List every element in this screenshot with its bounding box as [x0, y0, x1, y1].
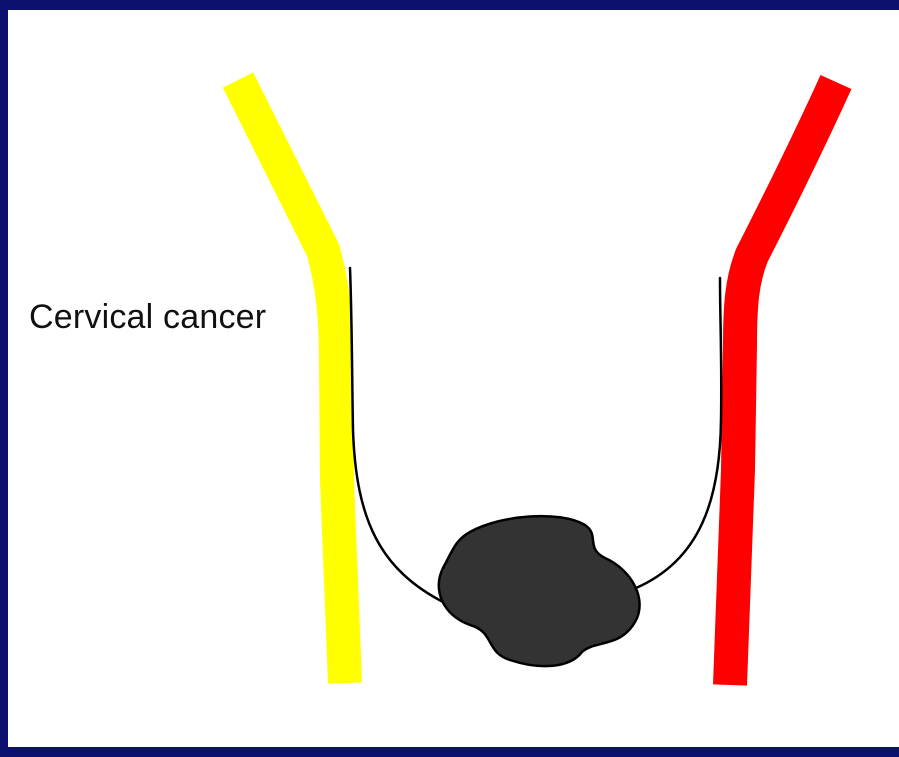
left-yellow-band — [238, 80, 345, 683]
cervical-cancer-label: Cervical cancer — [29, 298, 266, 337]
tumor-mass — [439, 516, 640, 666]
right-red-band — [730, 82, 836, 685]
